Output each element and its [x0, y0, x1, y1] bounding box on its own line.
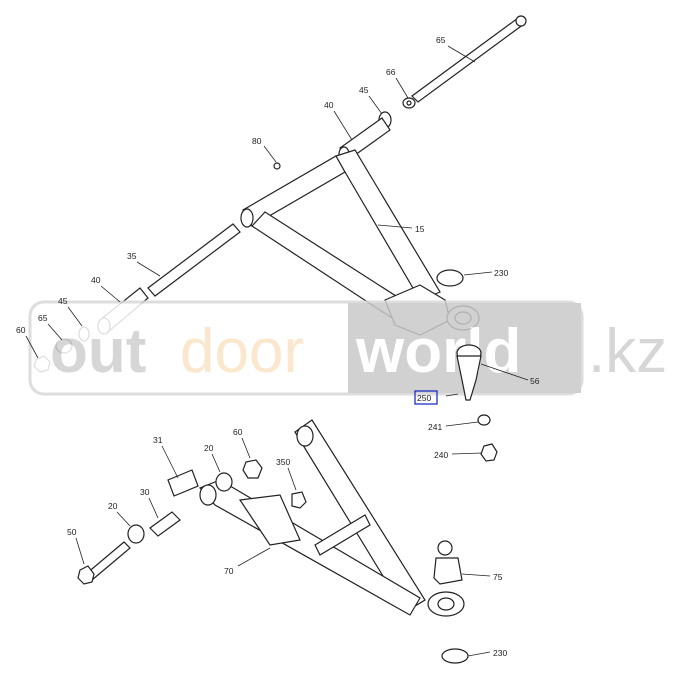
callout-labels: 65 66 45 40 80 15 35 40 45 65 60 230 56 …: [16, 35, 540, 658]
upper-shaft-65: [411, 15, 527, 103]
callout-70: 70: [224, 566, 234, 576]
shaft-35: [147, 223, 241, 297]
circlip-230-upper: [436, 269, 464, 287]
callout-20: 20: [204, 443, 214, 453]
callout-60-lower: 60: [233, 427, 243, 437]
callout-350: 350: [276, 457, 290, 467]
callout-50: 50: [67, 527, 77, 537]
bracket-31: [167, 469, 199, 497]
bolt-50: [77, 541, 131, 585]
callout-30: 30: [140, 487, 150, 497]
callout-40-lower: 40: [91, 275, 101, 285]
nut-60-lower: [242, 459, 263, 479]
washer-66: [402, 97, 416, 109]
leader-lines: [25, 45, 529, 657]
callout-15: 15: [415, 224, 425, 234]
callout-65-lower: 65: [38, 313, 48, 323]
callout-66: 66: [386, 67, 396, 77]
watermark-out: out: [50, 317, 146, 386]
callout-45: 45: [359, 85, 369, 95]
callout-35: 35: [127, 251, 137, 261]
nut-240: [480, 443, 498, 462]
circlip-230-lower: [441, 648, 469, 664]
fitting-350: [291, 491, 307, 509]
callout-40: 40: [324, 100, 334, 110]
bushing-20-lower: [127, 524, 145, 544]
callout-31: 31: [153, 435, 163, 445]
watermark-tld: .kz: [588, 317, 667, 386]
highlight-box: [414, 390, 438, 405]
sleeve-30: [149, 511, 181, 537]
callout-250[interactable]: 250: [417, 393, 431, 403]
cotter-pin-250: [445, 393, 459, 397]
callout-56: 56: [530, 376, 540, 386]
callout-75: 75: [493, 572, 503, 582]
watermark-world: world: [355, 317, 521, 386]
watermark: out door world .kz: [28, 300, 667, 396]
callout-60: 60: [16, 325, 26, 335]
bushing-20-upper: [215, 472, 233, 492]
callout-80: 80: [252, 136, 262, 146]
ball-joint-75: [433, 540, 463, 585]
lower-a-arm-70: [198, 419, 465, 617]
callout-65: 65: [436, 35, 446, 45]
callout-241: 241: [428, 422, 442, 432]
washer-241: [477, 414, 491, 426]
callout-230: 230: [494, 268, 508, 278]
grease-fitting-80: [273, 162, 281, 170]
callout-230-lower: 230: [493, 648, 507, 658]
callout-20-lower: 20: [108, 501, 118, 511]
ball-joint-56: [456, 344, 482, 401]
callout-45-lower: 45: [58, 296, 68, 306]
watermark-door: door: [180, 317, 304, 386]
callout-240: 240: [434, 450, 448, 460]
